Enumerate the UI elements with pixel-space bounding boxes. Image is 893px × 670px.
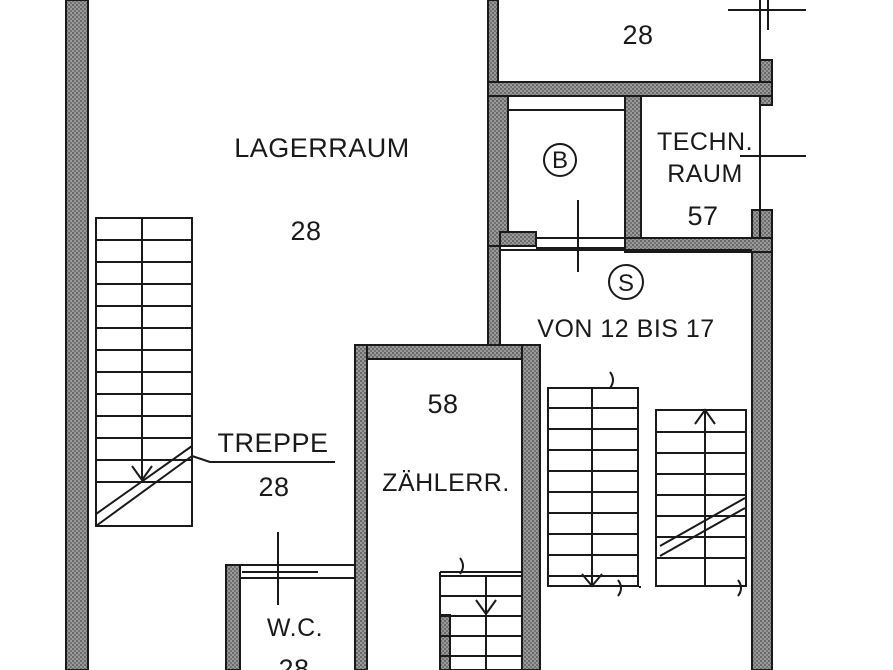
techn-raum-name-line1: TECHN. [657,128,753,156]
zaehlerraum-wall-top [354,344,541,360]
door-marks [242,0,806,605]
techn-raum-name-line2: RAUM [667,160,743,188]
outer-wall-left [65,0,89,670]
walls [65,0,773,670]
b-room-wall-right [624,95,642,251]
b-room-wall-left [487,95,509,247]
right-stairs [439,371,747,670]
top-room-wall [487,0,499,86]
treppe-name: TREPPE [217,428,328,458]
zaehlerraum-name: ZÄHLERR. [382,469,510,497]
wc-name: W.C. [267,614,323,642]
wc-wall-left [225,564,241,670]
stairwell-wall-left [487,245,501,352]
s-symbol-circle [608,264,644,300]
small-stair-treads [440,595,522,657]
zaehlerraum-wall-right [521,344,541,670]
lagerraum-number: 28 [290,216,321,246]
techn-raum-number: 57 [687,201,718,231]
left-stair [95,217,335,527]
techn-raum-wall-bottom [624,237,773,253]
wall-under-top-room [487,81,773,97]
wc-wall-right-stub [439,614,451,670]
stairwell-range: VON 12 BIS 17 [537,315,714,343]
s-symbol: S [618,270,634,297]
b-room-wall-stub [499,231,537,247]
left-stair-treads [96,239,192,483]
zaehlerraum-number: 58 [427,389,458,419]
b-symbol: B [552,147,568,174]
treppe-number: 28 [258,472,289,502]
stair-run-a-treads [548,407,638,577]
b-symbol-circle [543,143,577,177]
stair-run-b-treads [656,431,746,559]
outer-wall-right [751,209,773,670]
lagerraum-name: LAGERRAUM [234,133,410,163]
wc-number: 28 [278,654,309,670]
top-room-number: 28 [622,20,653,50]
zaehlerraum-wall-left [354,344,368,670]
